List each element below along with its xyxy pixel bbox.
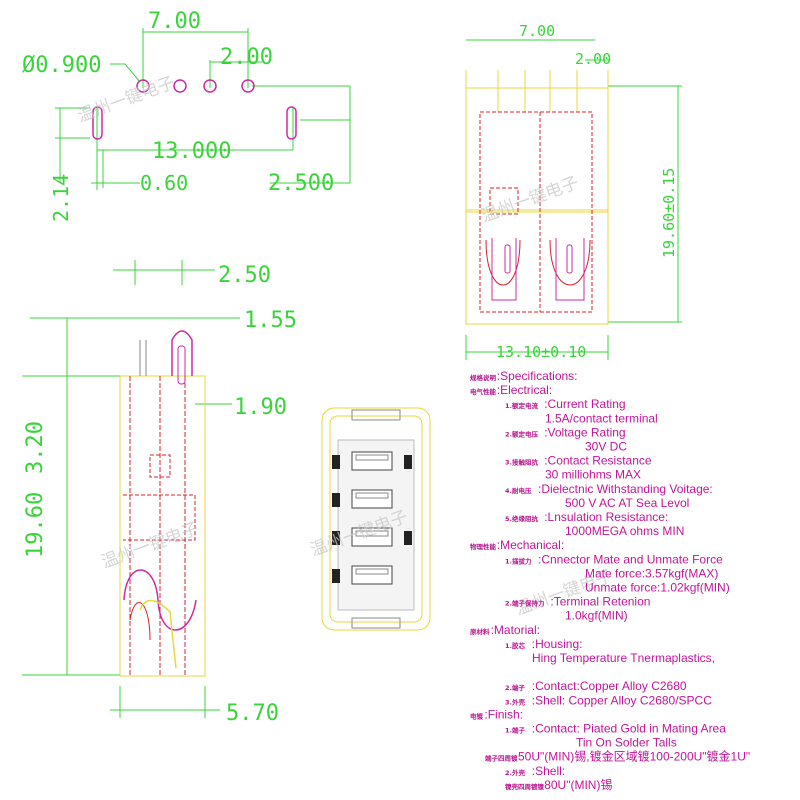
spec-row-text: 30 milliohms MAX xyxy=(545,468,641,482)
spec-row-text: 30V DC xyxy=(585,440,627,454)
watermark-2: 温州一键电子 xyxy=(479,173,582,227)
spec-row-cn: 3.外壳 xyxy=(505,697,525,706)
spec-row-cn: 1.插拔力 xyxy=(505,556,532,565)
spec-row-text: 1.5A/contact terminal xyxy=(545,411,658,425)
tl-dim-7: 7.00 xyxy=(148,9,201,34)
spec-row-text: :Lnsulation Resistance: xyxy=(544,510,668,524)
spec-row-cn: 镍壳四周镀镍 xyxy=(505,782,545,791)
spec-row-text: 80U"(MIN)锡 xyxy=(544,777,612,792)
spec-row-text: :Specifications: xyxy=(497,369,578,383)
spec-row-cn: 电气性能 xyxy=(470,387,497,396)
spec-row-text: :Contact: Piated Gold in Mating Area xyxy=(532,722,726,736)
tr-dim-7: 7.00 xyxy=(519,22,555,40)
spec-row-cn: 3.接触阻抗 xyxy=(505,458,538,467)
watermark-3: 温州一键电子 xyxy=(99,519,202,573)
spec-row-text: :Shell: xyxy=(532,764,565,778)
spec-row-text: :Electrical: xyxy=(497,383,552,397)
spec-row-cn: 1.额定电流 xyxy=(505,401,538,410)
pcb-layout-view xyxy=(55,28,351,190)
spec-row-text: :Finish: xyxy=(484,707,523,721)
spec-row-cn: 端子四周镀 xyxy=(485,754,518,763)
spec-row-text: :Current Rating xyxy=(544,397,625,411)
spec-row-cn: 规格说明 xyxy=(470,373,497,382)
side-view-dims xyxy=(22,260,240,718)
tl-dim-0-6: 0.60 xyxy=(140,171,188,195)
spec-row-cn: 2.额定电压 xyxy=(505,429,538,438)
spec-row-cn: 4.耐电压 xyxy=(505,486,532,495)
spec-row-text: :Terminal Retenion xyxy=(550,595,650,609)
front-view-body xyxy=(465,70,609,325)
spec-row-cn: 2.端子 xyxy=(505,683,525,692)
spec-row-text: :Shell: Copper Alloy C2680/SPCC xyxy=(532,693,712,707)
spec-row-cn: 2.端子保持力 xyxy=(505,599,545,608)
side-dim-19-60: 19.60 xyxy=(23,492,48,558)
tl-dim-2: 2.00 xyxy=(220,45,273,70)
spec-row-cn: 1.端子 xyxy=(505,726,525,735)
spec-row-cn: 1.胶芯 xyxy=(505,641,525,650)
tr-dim-width: 13.10±0.10 xyxy=(496,343,586,361)
tl-dim-2-5: 2.500 xyxy=(268,171,334,196)
tl-dim-hole: Ø0.900 xyxy=(22,53,101,78)
spec-row-text: 500 V AC AT Sea Levol xyxy=(565,496,689,510)
spec-row-text: Hing Temperature Tnermaplastics, xyxy=(532,651,715,665)
spec-row-text: :Housing: xyxy=(532,637,583,651)
side-dim-1-55: 1.55 xyxy=(244,308,297,333)
mating-face-view xyxy=(321,407,431,631)
spec-row-text: :Cnnector Mate and Unmate Force xyxy=(538,552,723,566)
spec-row-text: :Contact Resistance xyxy=(544,454,652,468)
spec-row-text: :Mechanical: xyxy=(497,538,564,552)
spec-row-text: Mate force:3.57kgf(MAX) xyxy=(585,566,718,580)
spec-row-text: Unmate force:1.02kgf(MIN) xyxy=(585,581,730,595)
side-dim-5-70: 5.70 xyxy=(226,701,279,726)
spec-row-text: :Matorial: xyxy=(491,623,540,637)
front-view-dims xyxy=(465,39,682,360)
pcb-holes xyxy=(92,79,297,140)
spec-row-text: :Voltage Rating xyxy=(544,425,625,439)
spec-row-cn: 物理性能 xyxy=(470,542,497,551)
spec-row-cn: 电镀 xyxy=(470,711,484,720)
spec-row-text: 50U"(MIN)锡,镀金区域镀100-200U"镀金1U" xyxy=(518,749,750,764)
side-dim-3-20: 3.20 xyxy=(23,421,48,474)
spec-row-text: :Dielectnic Withstanding Voitage: xyxy=(538,482,713,496)
specifications-list: 规格说明:Specifications:电气性能:Electrical: 1.额定… xyxy=(470,369,750,792)
spec-row-text: 1.0kgf(MIN) xyxy=(565,609,628,623)
spec-row-cn: 5.绝缘阻抗 xyxy=(505,514,538,523)
spec-row-text: :Contact:Copper Alloy C2680 xyxy=(532,679,687,693)
tr-dim-2: 2.00 xyxy=(575,50,611,68)
spec-row-text: 1000MEGA ohms MIN xyxy=(565,524,684,538)
tl-dim-13: 13.000 xyxy=(152,139,231,164)
side-dim-2-50: 2.50 xyxy=(218,263,271,288)
spec-row-cn: 2.外壳 xyxy=(505,768,525,777)
side-view-body xyxy=(119,330,206,677)
tl-dim-2-14: 2.14 xyxy=(49,174,73,222)
spec-row-cn: 原材料 xyxy=(470,627,490,636)
spec-row-text: Tin On Solder Talls xyxy=(576,736,677,750)
watermark-1: 温州一键电子 xyxy=(75,73,178,127)
side-dim-1-90: 1.90 xyxy=(234,395,287,420)
tr-dim-height: 19.60±0.15 xyxy=(660,168,678,258)
